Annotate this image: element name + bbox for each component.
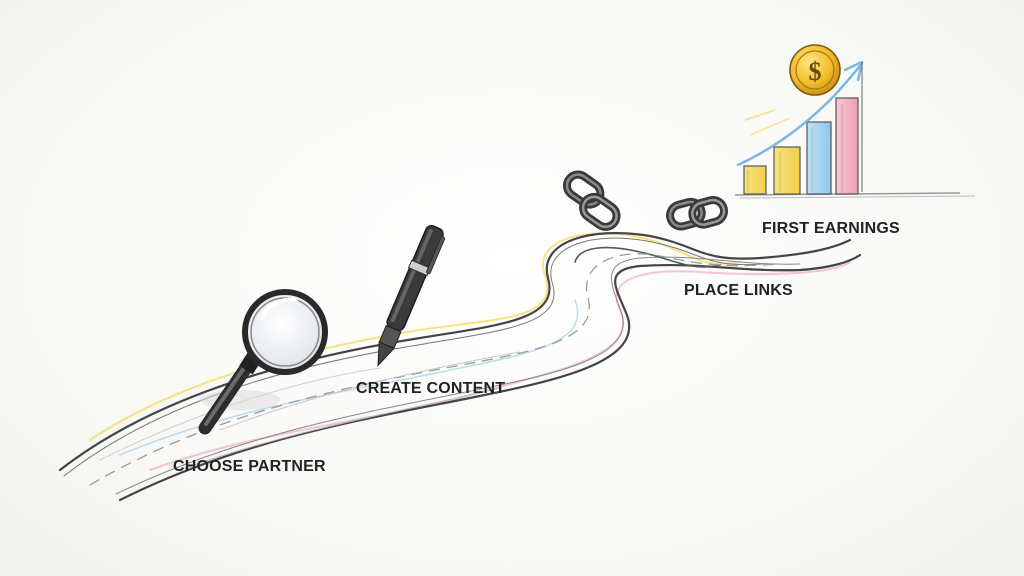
coin-symbol: $ [809,57,822,86]
chart-bar [806,121,832,195]
chain-link-icon [562,170,729,231]
step-label-place-links: PLACE LINKS [684,282,793,299]
growth-chart: $ [734,44,976,199]
dollar-coin-icon: $ [789,44,841,96]
chart-bar [835,97,859,195]
chart-bar [743,165,767,195]
step-label-create-content: CREATE CONTENT [356,380,506,397]
chart-bar [773,146,801,195]
growth-arrow [736,60,864,192]
pen-icon [377,225,446,367]
step-label-first-earnings: FIRST EARNINGS [762,220,900,237]
magnifying-glass-icon [198,289,328,435]
step-label-choose-partner: CHOOSE PARTNER [173,458,326,475]
